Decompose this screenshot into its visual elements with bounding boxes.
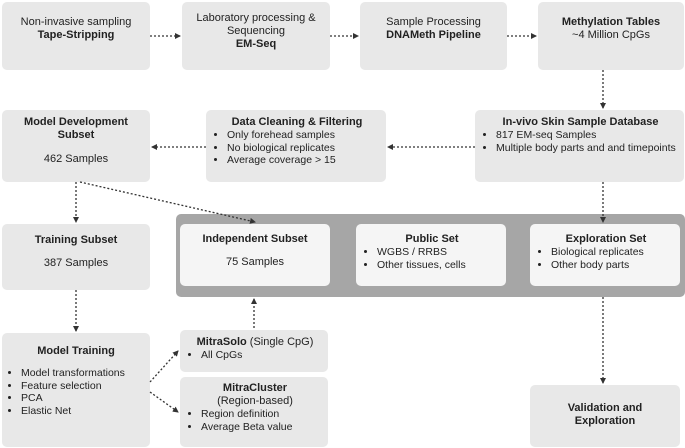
exploration-box: Exploration Set Biological replicates Ot…: [530, 224, 680, 286]
list-item: WGBS / RRBS: [377, 246, 500, 259]
arrow-modeltraining-to-mitracluster: [149, 391, 179, 413]
invivo-list: 817 EM-seq Samples Multiple body parts a…: [483, 129, 678, 154]
exploration-title: Exploration Set: [565, 233, 647, 245]
validation-box: Validation and Exploration: [530, 385, 680, 447]
model-training-list: Model transformations Feature selection …: [8, 367, 144, 417]
mitracluster-box: MitraCluster (Region-based) Region defin…: [180, 377, 328, 447]
arrow-modeldev-to-independent: [79, 181, 256, 224]
list-item: Average Beta value: [201, 421, 322, 434]
invivo-box: In-vivo Skin Sample Database 817 EM-seq …: [475, 110, 684, 182]
lab-line1: Laboratory processing &: [196, 12, 316, 24]
lab-box: Laboratory processing & Sequencing EM-Se…: [182, 2, 330, 70]
invivo-title: In-vivo Skin Sample Database: [502, 116, 659, 128]
methylation-line2: ~4 Million CpGs: [572, 29, 650, 41]
methylation-line1: Methylation Tables: [561, 16, 661, 28]
list-item: PCA: [21, 392, 144, 405]
sampling-line1: Non-invasive sampling: [20, 16, 132, 28]
list-item: Feature selection: [21, 380, 144, 393]
cleaning-box: Data Cleaning & Filtering Only forehead …: [206, 110, 386, 182]
list-item: All CpGs: [201, 349, 322, 362]
mitracluster-list: Region definition Average Beta value: [188, 408, 322, 433]
list-item: Other tissues, cells: [377, 259, 500, 272]
mitracluster-title: MitraCluster: [222, 382, 288, 394]
mitracluster-subtitle: (Region-based): [217, 395, 293, 407]
sampling-box: Non-invasive sampling Tape-Stripping: [2, 2, 150, 70]
mitrasolo-list: All CpGs: [188, 349, 322, 362]
list-item: Average coverage > 15: [227, 154, 380, 167]
list-item: Only forehead samples: [227, 129, 380, 142]
model-training-box: Model Training Model transformations Fea…: [2, 333, 150, 447]
list-item: Biological replicates: [551, 246, 674, 259]
model-dev-box: Model Development Subset 462 Samples: [2, 110, 150, 182]
list-item: 817 EM-seq Samples: [496, 129, 678, 142]
processing-box: Sample Processing DNAMeth Pipeline: [360, 2, 507, 70]
public-title: Public Set: [405, 233, 459, 245]
mitrasolo-title: MitraSolo (Single CpG): [188, 336, 322, 349]
processing-line2: DNAMeth Pipeline: [386, 29, 481, 41]
validation-line2: Exploration: [574, 415, 636, 427]
processing-line1: Sample Processing: [386, 16, 481, 28]
validation-line1: Validation and: [567, 402, 643, 414]
training-title: Training Subset: [34, 234, 118, 246]
mitrasolo-title-bold: MitraSolo: [196, 336, 247, 348]
public-box: Public Set WGBS / RRBS Other tissues, ce…: [356, 224, 506, 286]
list-item: Model transformations: [21, 367, 144, 380]
exploration-list: Biological replicates Other body parts: [538, 246, 674, 271]
list-item: Multiple body parts and and timepoints: [496, 142, 678, 155]
mitrasolo-title-rest: (Single CpG): [246, 336, 314, 348]
model-dev-count: 462 Samples: [43, 153, 109, 165]
public-list: WGBS / RRBS Other tissues, cells: [364, 246, 500, 271]
training-box: Training Subset 387 Samples: [2, 224, 150, 290]
arrow-modeltraining-to-mitrasolo: [149, 350, 179, 383]
cleaning-list: Only forehead samples No biological repl…: [214, 129, 380, 167]
list-item: Region definition: [201, 408, 322, 421]
model-dev-line1: Model Development: [24, 116, 128, 128]
mitrasolo-box: MitraSolo (Single CpG) All CpGs: [180, 330, 328, 372]
independent-title: Independent Subset: [202, 233, 308, 245]
lab-line2: Sequencing: [226, 25, 286, 37]
methylation-box: Methylation Tables ~4 Million CpGs: [538, 2, 684, 70]
model-training-title: Model Training: [37, 345, 115, 357]
model-dev-line2: Subset: [57, 129, 95, 141]
list-item: No biological replicates: [227, 142, 380, 155]
lab-line3: EM-Seq: [235, 38, 277, 50]
independent-count: 75 Samples: [225, 256, 285, 268]
independent-box: Independent Subset 75 Samples: [180, 224, 330, 286]
list-item: Other body parts: [551, 259, 674, 272]
training-count: 387 Samples: [43, 257, 109, 269]
cleaning-title: Data Cleaning & Filtering: [231, 116, 363, 128]
sampling-line2: Tape-Stripping: [37, 29, 115, 41]
list-item: Elastic Net: [21, 405, 144, 418]
